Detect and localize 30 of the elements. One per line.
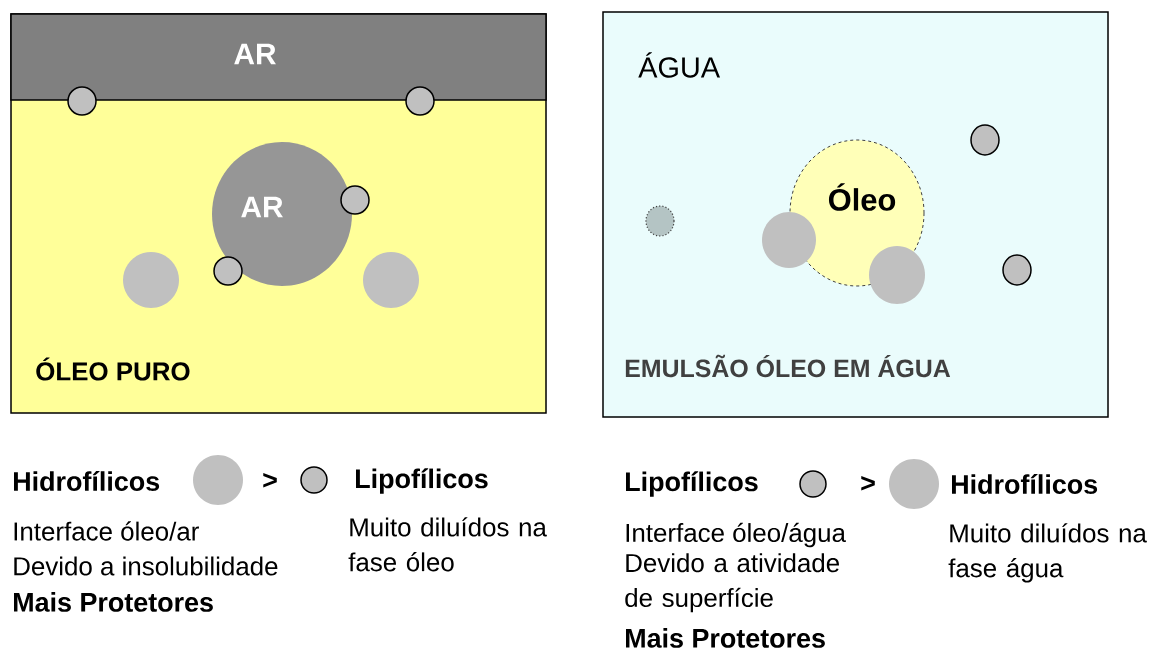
conclusion-text: Mais Protetores [626, 628, 825, 648]
description-text: Muito diluídos na fase água [948, 523, 1147, 583]
hydrophilic-particle [123, 252, 179, 308]
conclusion-text: Mais Protetores [14, 592, 213, 612]
lipophilic-particle [970, 124, 1000, 156]
lipophilic-particle [405, 86, 435, 116]
hydrophilic-particle [762, 212, 816, 268]
category-label: Hidrofílicos [14, 471, 160, 491]
lipophilic-particle [799, 470, 827, 498]
hydrophilic-particle [869, 246, 925, 304]
hydrophilic-particle [363, 252, 419, 308]
description-text: Muito diluídos na fase óleo [348, 517, 547, 572]
lipophilic-particle [300, 466, 328, 494]
description-text: Devido a insolubilidade [14, 556, 278, 576]
description-text: Interface óleo/ar [14, 521, 199, 541]
air-band: AR [10, 13, 547, 101]
air-bubble: AR [212, 142, 352, 286]
comparison-sign: > [861, 475, 875, 491]
description-text: Devido a atividade de superfície [625, 553, 839, 613]
category-label: Lipofílicos [356, 468, 488, 494]
lipophilic-particle [340, 185, 370, 215]
lipophilic-particle [1002, 254, 1032, 286]
category-label: Lipofílicos [626, 471, 758, 497]
description-text: Interface óleo/água [626, 522, 846, 548]
lipophilic-particle [67, 86, 97, 116]
hydrophilic-particle [193, 455, 243, 505]
comparison-sign: > [263, 472, 277, 488]
lipophilic-particle [213, 256, 243, 286]
hydrophilic-particle [889, 459, 939, 509]
dotted-particle [645, 205, 675, 237]
